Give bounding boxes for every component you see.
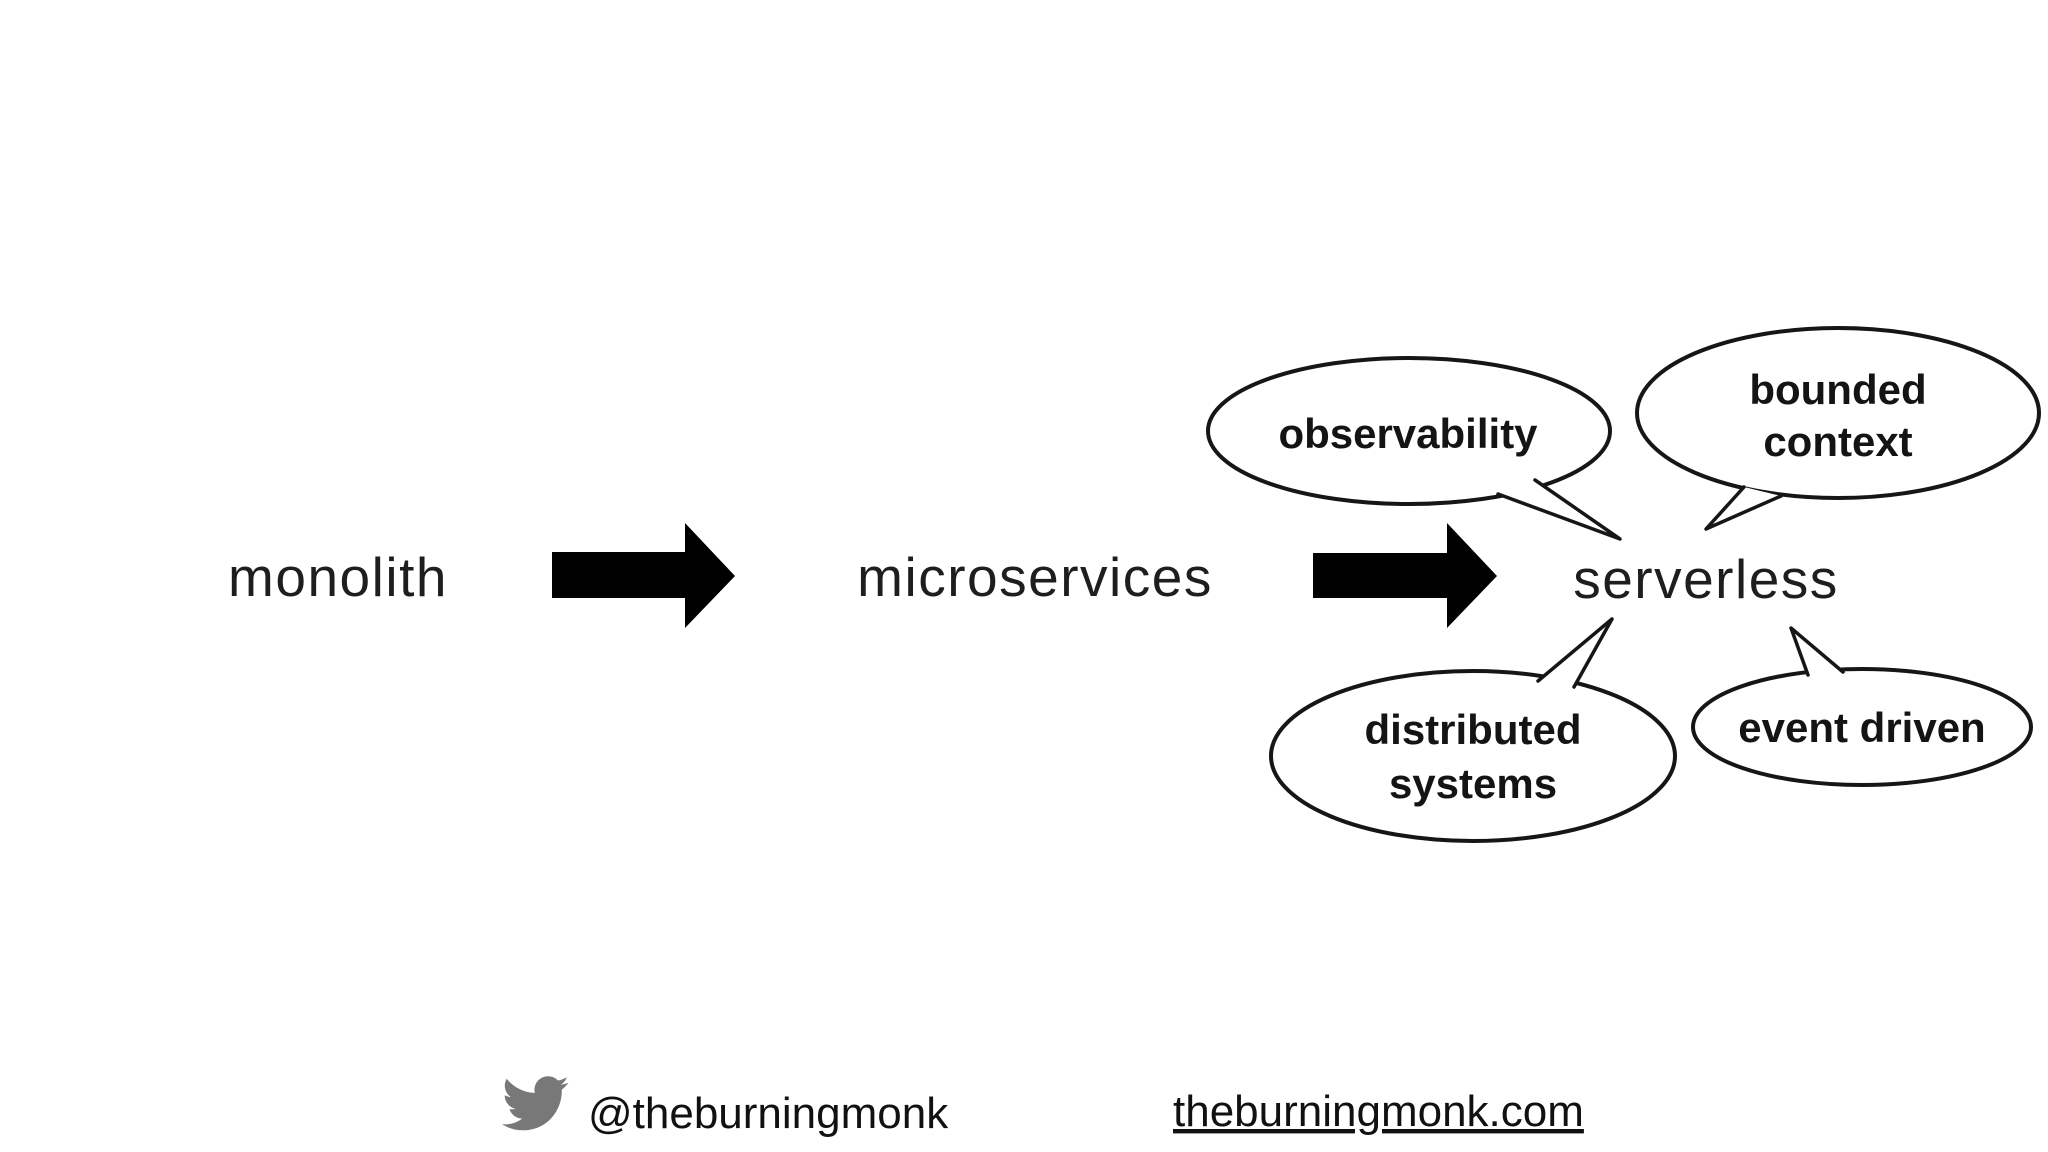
bubble-tail xyxy=(1496,478,1622,541)
bubble-label: observability xyxy=(1278,410,1538,457)
speech-bubble-event-driven: event driven xyxy=(1691,626,2033,787)
bubble-tail xyxy=(1536,617,1614,689)
footer: @theburningmonk theburningmonk.com xyxy=(502,1076,1584,1138)
bubble-label-line1: distributed xyxy=(1365,706,1582,753)
twitter-handle: @theburningmonk xyxy=(588,1089,949,1138)
arrow-right-icon xyxy=(552,523,735,628)
bubble-outline xyxy=(1635,326,2041,500)
speech-bubble-bounded-context: bounded context xyxy=(1635,326,2041,531)
twitter-bird-icon xyxy=(502,1076,569,1131)
bubble-label-line2: systems xyxy=(1389,760,1557,807)
stage-label-serverless: serverless xyxy=(1573,548,1839,610)
bubble-label: event driven xyxy=(1738,704,1985,751)
bubble-outline xyxy=(1206,356,1612,506)
bubble-outline xyxy=(1269,669,1677,843)
speech-bubble-distributed-systems: distributed systems xyxy=(1269,617,1677,843)
bubble-outline xyxy=(1691,667,2033,787)
bubble-tail xyxy=(1789,626,1845,677)
stage-label-monolith: monolith xyxy=(228,546,448,608)
bubble-tail xyxy=(1704,485,1783,531)
bubble-label-line2: context xyxy=(1763,418,1912,465)
website-link[interactable]: theburningmonk.com xyxy=(1173,1087,1584,1136)
stage-label-microservices: microservices xyxy=(857,546,1213,608)
arrow-right-icon xyxy=(1313,523,1497,628)
speech-bubble-observability: observability xyxy=(1206,356,1622,541)
bubble-label-line1: bounded xyxy=(1749,366,1926,413)
